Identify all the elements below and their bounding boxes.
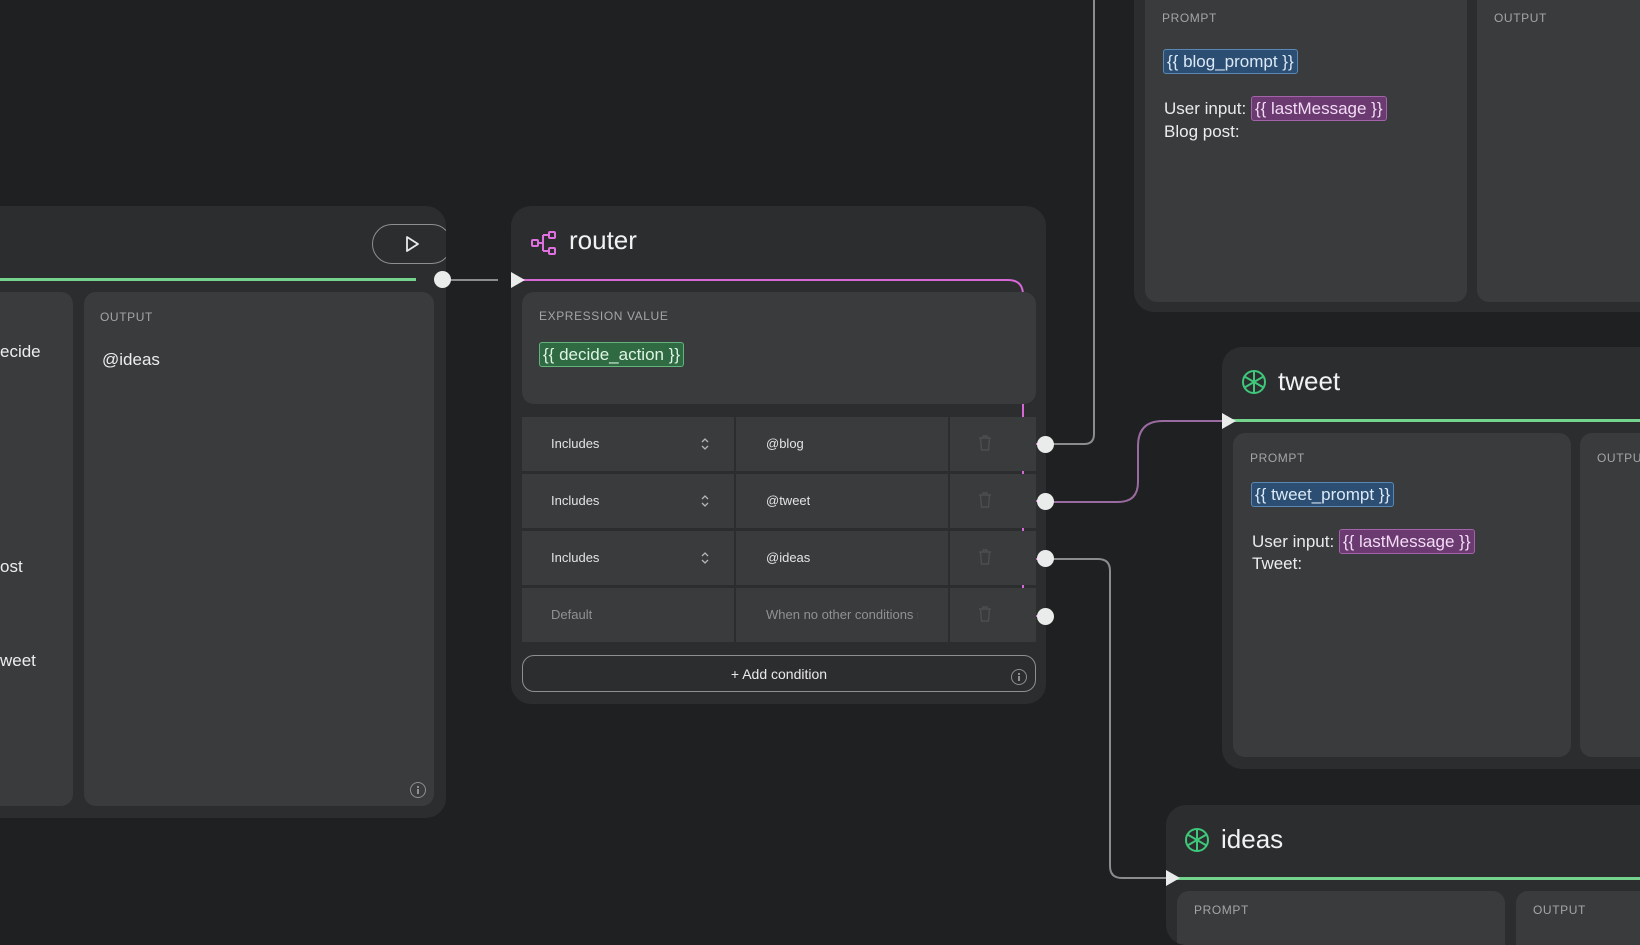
blog-user-input-line: User input: {{ lastMessage }} (1164, 96, 1387, 121)
decide-prompt-text-2: ost (0, 557, 23, 576)
ideas-node[interactable]: ideas PROMPT OUTPUT (1166, 805, 1640, 945)
default-row: Default When no other conditions m (522, 588, 1036, 642)
condition-delete-button[interactable] (950, 417, 1036, 471)
default-value: When no other conditions m (736, 588, 948, 642)
trash-icon (979, 549, 991, 565)
expression-label: EXPRESSION VALUE (539, 309, 669, 323)
edge-layer (424, 0, 1222, 879)
blog-prompt-label: PROMPT (1162, 11, 1217, 25)
decide-prompt-panel: ecide ost weet (0, 292, 73, 806)
chevron-updown-icon (701, 495, 709, 507)
add-condition-button[interactable]: + Add condition (522, 655, 1036, 692)
condition-value-input[interactable]: @tweet (736, 474, 948, 528)
decide-node[interactable]: ecide ost weet OUTPUT @ideas (0, 206, 446, 818)
blog-prompt-chip-wrap: {{ blog_prompt }} (1163, 49, 1298, 74)
decide-output-label: OUTPUT (100, 310, 153, 324)
openai-icon (1242, 370, 1266, 394)
tweet-last-message-chip: {{ lastMessage }} (1338, 529, 1475, 554)
trash-icon (979, 492, 991, 508)
condition-value-text: @ideas (766, 550, 811, 565)
play-icon (406, 236, 419, 252)
blog-prompt-chip: {{ blog_prompt }} (1163, 49, 1298, 74)
tweet-trailing-line: Tweet: (1252, 554, 1303, 573)
ideas-output-panel: OUTPUT (1516, 891, 1640, 945)
blog-output-label: OUTPUT (1494, 11, 1547, 25)
ideas-title: ideas (1221, 824, 1284, 854)
tweet-node[interactable]: tweet PROMPT {{ tweet_prompt }} User inp… (1222, 347, 1640, 769)
condition-operator-label: Includes (551, 436, 600, 451)
router-port-default[interactable] (1037, 608, 1054, 625)
router-port-tweet[interactable] (1037, 493, 1054, 510)
router-port-ideas[interactable] (1037, 550, 1054, 567)
blog-output-panel: OUTPUT (1477, 0, 1640, 302)
condition-operator-select[interactable]: Includes (522, 531, 734, 585)
decide-output-value: @ideas (102, 350, 160, 369)
condition-row: Includes @tweet (522, 474, 1036, 528)
condition-row: Includes @ideas (522, 531, 1036, 585)
condition-delete-button[interactable] (950, 531, 1036, 585)
tweet-user-input-label: User input: (1252, 532, 1335, 551)
openai-icon (1185, 828, 1209, 852)
decide-action-chip: {{ decide_action }} (539, 342, 685, 367)
ideas-prompt-label: PROMPT (1194, 903, 1249, 917)
decide-output-panel: OUTPUT @ideas (84, 292, 434, 806)
blog-last-message-chip: {{ lastMessage }} (1250, 96, 1387, 121)
default-value-text: When no other conditions m (766, 607, 918, 622)
run-button[interactable] (372, 224, 446, 264)
blog-user-input-label: User input: (1164, 99, 1247, 118)
default-delete-button (950, 588, 1036, 642)
tweet-prompt-label: PROMPT (1250, 451, 1305, 465)
default-operator-label: Default (551, 607, 593, 622)
trash-icon (979, 435, 991, 451)
condition-value-text: @blog (766, 436, 804, 451)
info-icon[interactable] (1011, 669, 1027, 685)
info-icon[interactable] (410, 782, 426, 798)
ideas-prompt-panel[interactable]: PROMPT (1177, 891, 1505, 945)
router-port-blog[interactable] (1037, 436, 1054, 453)
condition-value-input[interactable]: @ideas (736, 531, 948, 585)
condition-value-text: @tweet (766, 493, 811, 508)
ideas-input-arrow (1166, 870, 1180, 886)
blog-prompt-panel[interactable]: PROMPT {{ blog_prompt }} User input: {{ … (1145, 0, 1467, 302)
condition-delete-button[interactable] (950, 474, 1036, 528)
tweet-node-edge (1222, 419, 1640, 422)
trash-icon (979, 606, 991, 622)
edge-router-to-blog (1046, 0, 1095, 445)
decide-prompt-text-3: weet (0, 651, 36, 670)
condition-operator-select[interactable]: Includes (522, 474, 734, 528)
condition-operator-label: Includes (551, 550, 600, 565)
add-condition-label: + Add condition (730, 666, 828, 682)
decide-prompt-text-1: ecide (0, 342, 41, 361)
tweet-output-label: OUTPU (1597, 451, 1640, 465)
tweet-prompt-panel[interactable]: PROMPT {{ tweet_prompt }} User input: {{… (1233, 433, 1571, 757)
chevron-updown-icon (701, 438, 709, 450)
edge-router-to-ideas (1046, 558, 1166, 879)
blog-trailing-line: Blog post: (1164, 122, 1240, 141)
condition-value-input[interactable]: @blog (736, 417, 948, 471)
default-operator: Default (522, 588, 734, 642)
tweet-prompt-chip-wrap: {{ tweet_prompt }} (1251, 482, 1395, 507)
decide-node-edge (0, 278, 416, 281)
router-title: router (569, 225, 637, 255)
tweet-user-input-line: User input: {{ lastMessage }} (1252, 529, 1475, 554)
blog-node[interactable]: PROMPT {{ blog_prompt }} User input: {{ … (1134, 0, 1640, 312)
tweet-input-arrow (1222, 413, 1236, 429)
condition-operator-select[interactable]: Includes (522, 417, 734, 471)
ideas-output-label: OUTPUT (1533, 903, 1586, 917)
router-input-arrow (511, 272, 525, 288)
chevron-updown-icon (701, 552, 709, 564)
condition-row: Includes @blog (522, 417, 1036, 471)
expression-value[interactable]: {{ decide_action }} (539, 342, 685, 367)
router-node[interactable]: router EXPRESSION VALUE {{ decide_action… (511, 206, 1046, 704)
tweet-title: tweet (1278, 366, 1341, 396)
tweet-prompt-chip: {{ tweet_prompt }} (1251, 482, 1395, 507)
expression-panel[interactable]: EXPRESSION VALUE {{ decide_action }} (522, 292, 1036, 404)
ideas-node-edge (1166, 877, 1640, 880)
router-icon (531, 231, 556, 255)
decide-output-port[interactable] (434, 271, 451, 288)
edge-router-to-tweet (1046, 420, 1222, 503)
tweet-output-panel: OUTPU (1580, 433, 1640, 757)
condition-operator-label: Includes (551, 493, 600, 508)
